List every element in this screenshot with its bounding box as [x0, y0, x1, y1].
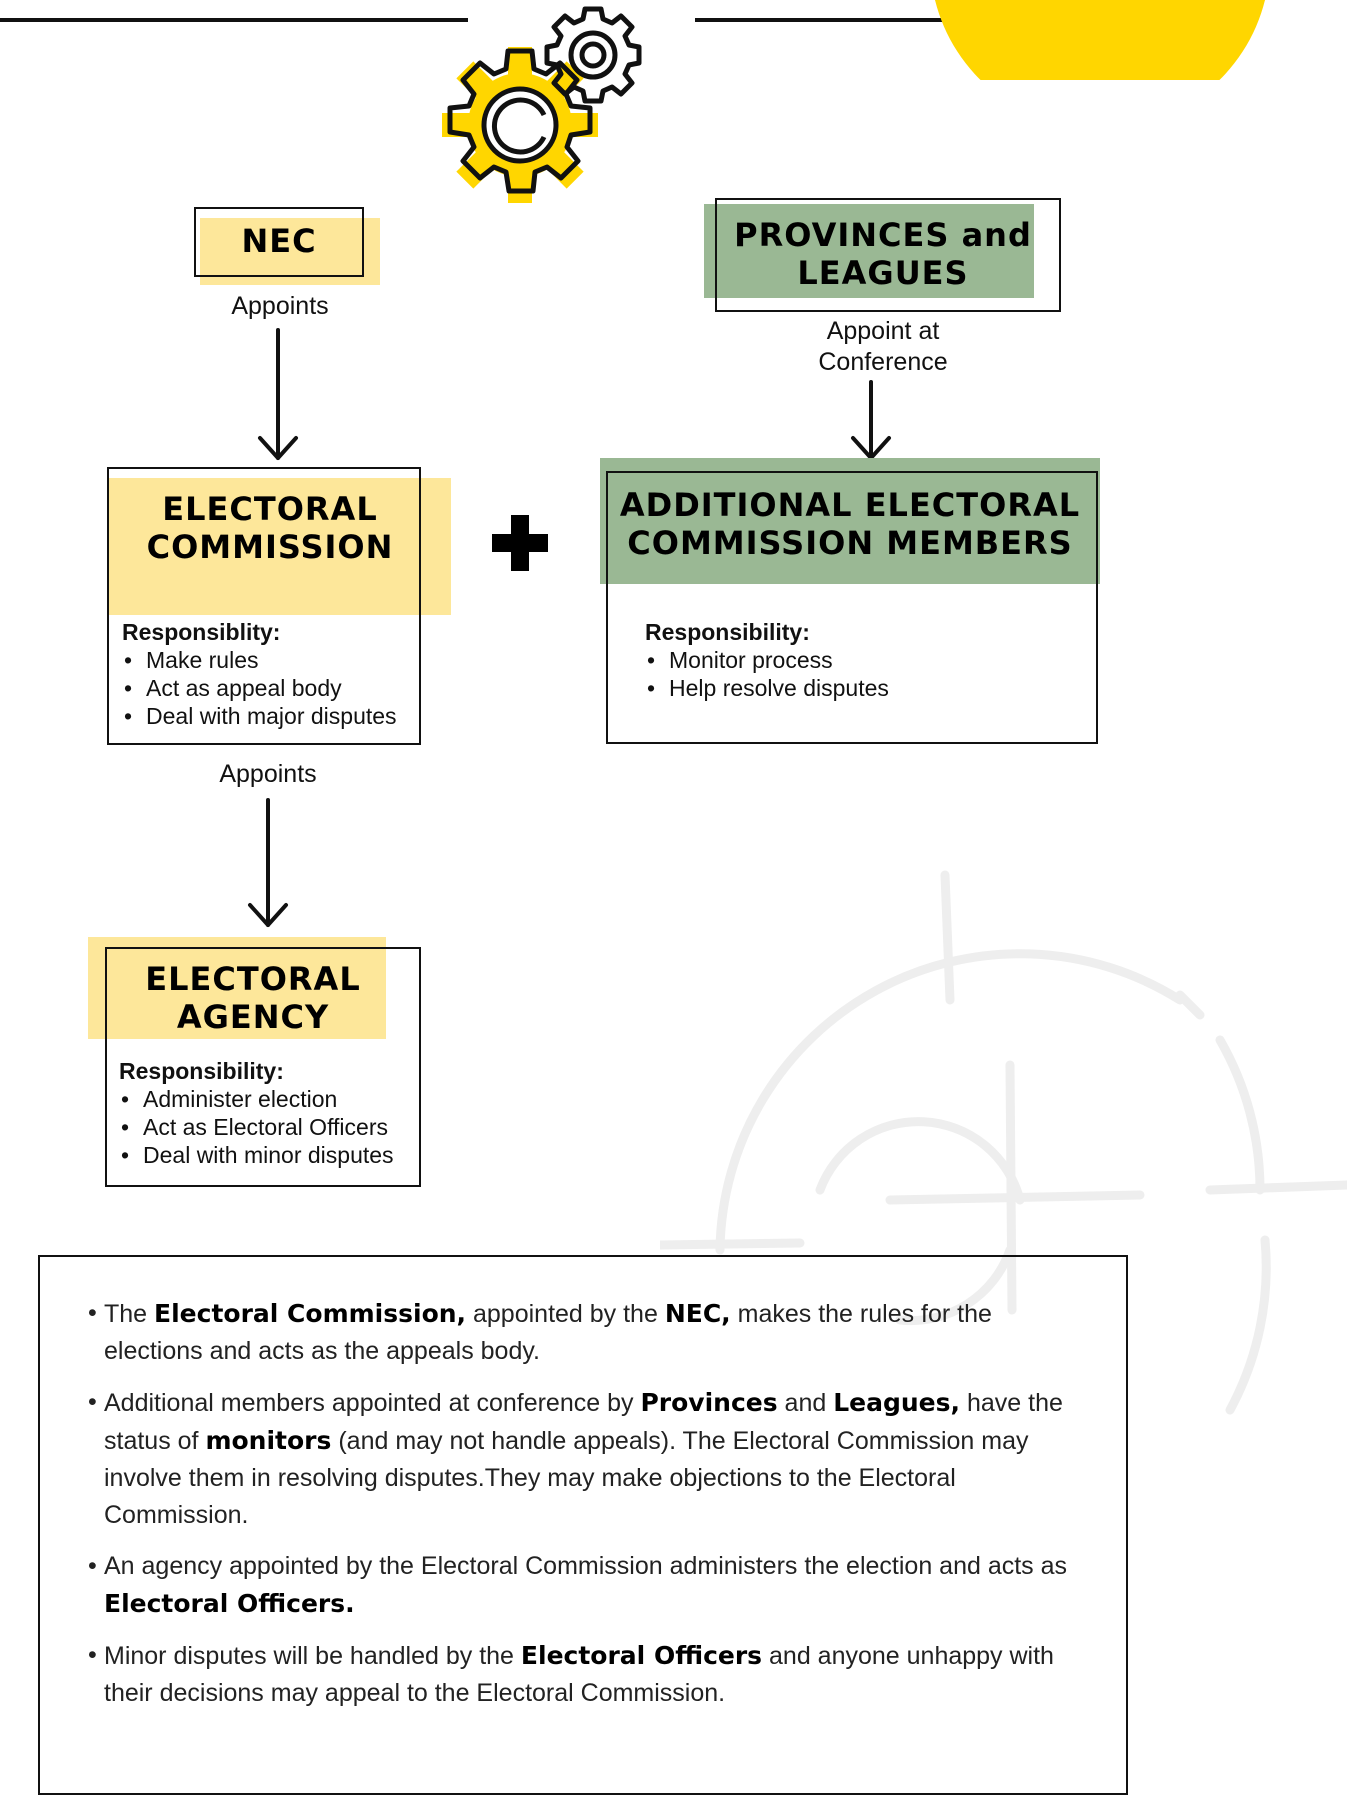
- nec-title: NEC: [241, 222, 317, 260]
- summary-text: Additional members appointed at conferen…: [104, 1389, 641, 1417]
- plus-icon: [492, 515, 548, 571]
- agency-responsibilities: Responsibility: Administer election Act …: [119, 1057, 419, 1169]
- commission-title-line2: COMMISSION: [146, 528, 394, 566]
- nec-arrow-label: Appoints: [231, 292, 329, 320]
- summary-emphasis: monitors: [205, 1426, 332, 1455]
- agency-resp-item: Deal with minor disputes: [119, 1141, 419, 1169]
- additional-resp-item: Help resolve disputes: [645, 674, 1065, 702]
- agency-title-line1: ELECTORAL: [145, 960, 361, 998]
- additional-responsibilities: Responsibility: Monitor process Help res…: [645, 618, 1065, 702]
- summary-text: An agency appointed by the Electoral Com…: [104, 1552, 1068, 1580]
- commission-title: ELECTORAL COMMISSION: [107, 490, 433, 566]
- additional-resp-item: Monitor process: [645, 646, 1065, 674]
- additional-box-fill: [600, 458, 1100, 584]
- agency-box-fill: [88, 937, 386, 1039]
- summary-point: Additional members appointed at conferen…: [88, 1384, 1086, 1534]
- commission-box-fill: [107, 478, 451, 615]
- summary-emphasis: Electoral Commission,: [154, 1299, 467, 1328]
- commission-resp-heading: Responsiblity:: [122, 619, 281, 645]
- summary-emphasis: Electoral Officers.: [104, 1589, 355, 1618]
- provinces-arrow-label: Appoint at Conference: [760, 316, 1006, 378]
- commission-title-line1: ELECTORAL: [162, 490, 378, 528]
- provinces-box: [715, 198, 1061, 312]
- provinces-title-line2: LEAGUES: [797, 254, 969, 292]
- commission-resp-item: Deal with major disputes: [122, 702, 422, 730]
- summary-emphasis: NEC,: [664, 1299, 731, 1328]
- provinces-title-line1: PROVINCES and: [734, 216, 1032, 254]
- nec-box: [194, 207, 364, 277]
- additional-resp-heading: Responsibility:: [645, 619, 810, 645]
- summary-box: The Electoral Commission, appointed by t…: [38, 1255, 1128, 1795]
- summary-emphasis: Electoral Officers: [520, 1641, 763, 1670]
- provinces-title: PROVINCES and LEAGUES: [715, 216, 1051, 292]
- summary-text: and anyone unhappy with their decisions …: [104, 1642, 1054, 1707]
- summary-text: (and may not handle appeals). The Electo…: [104, 1427, 1029, 1529]
- gears-icon: [442, 6, 642, 203]
- summary-point: The Electoral Commission, appointed by t…: [88, 1295, 1086, 1370]
- additional-box: [606, 471, 1098, 744]
- provinces-arrow-label-line2: Conference: [818, 348, 948, 376]
- summary-text: Minor disputes will be handled by the: [104, 1642, 521, 1670]
- arrow-provinces-to-additional: [851, 380, 891, 460]
- summary-point: Minor disputes will be handled by the El…: [88, 1637, 1086, 1712]
- commission-resp-item: Act as appeal body: [122, 674, 422, 702]
- agency-resp-heading: Responsibility:: [119, 1058, 284, 1084]
- commission-responsibilities: Responsiblity: Make rules Act as appeal …: [122, 618, 422, 730]
- summary-point: An agency appointed by the Electoral Com…: [88, 1548, 1086, 1623]
- additional-title-line2: COMMISSION MEMBERS: [627, 524, 1073, 562]
- top-left-rule: [0, 18, 468, 22]
- commission-arrow-label: Appoints: [219, 760, 317, 788]
- provinces-arrow-label-line1: Appoint at: [826, 317, 940, 345]
- commission-box: [107, 467, 421, 745]
- summary-emphasis: Provinces: [640, 1388, 778, 1417]
- additional-title-line1: ADDITIONAL ELECTORAL: [619, 486, 1081, 524]
- commission-resp-item: Make rules: [122, 646, 422, 674]
- provinces-box-fill: [704, 204, 1034, 298]
- summary-text: and: [777, 1389, 834, 1417]
- summary-text: appointed by the: [466, 1300, 665, 1328]
- nec-box-fill: [200, 218, 380, 285]
- agency-box: [105, 947, 421, 1187]
- yellow-circle-accent: [935, 0, 1265, 80]
- summary-text: The: [104, 1300, 155, 1328]
- summary-emphasis: Leagues,: [833, 1388, 961, 1417]
- arrow-commission-to-agency: [248, 798, 288, 927]
- agency-title: ELECTORAL AGENCY: [105, 960, 401, 1036]
- summary-text: have the status of: [104, 1389, 1063, 1455]
- arrow-nec-to-commission: [258, 328, 298, 460]
- agency-title-line2: AGENCY: [176, 998, 330, 1036]
- agency-resp-item: Administer election: [119, 1085, 419, 1113]
- additional-title: ADDITIONAL ELECTORAL COMMISSION MEMBERS: [600, 486, 1100, 562]
- agency-resp-item: Act as Electoral Officers: [119, 1113, 419, 1141]
- summary-text: makes the rules for the elections and ac…: [104, 1300, 992, 1365]
